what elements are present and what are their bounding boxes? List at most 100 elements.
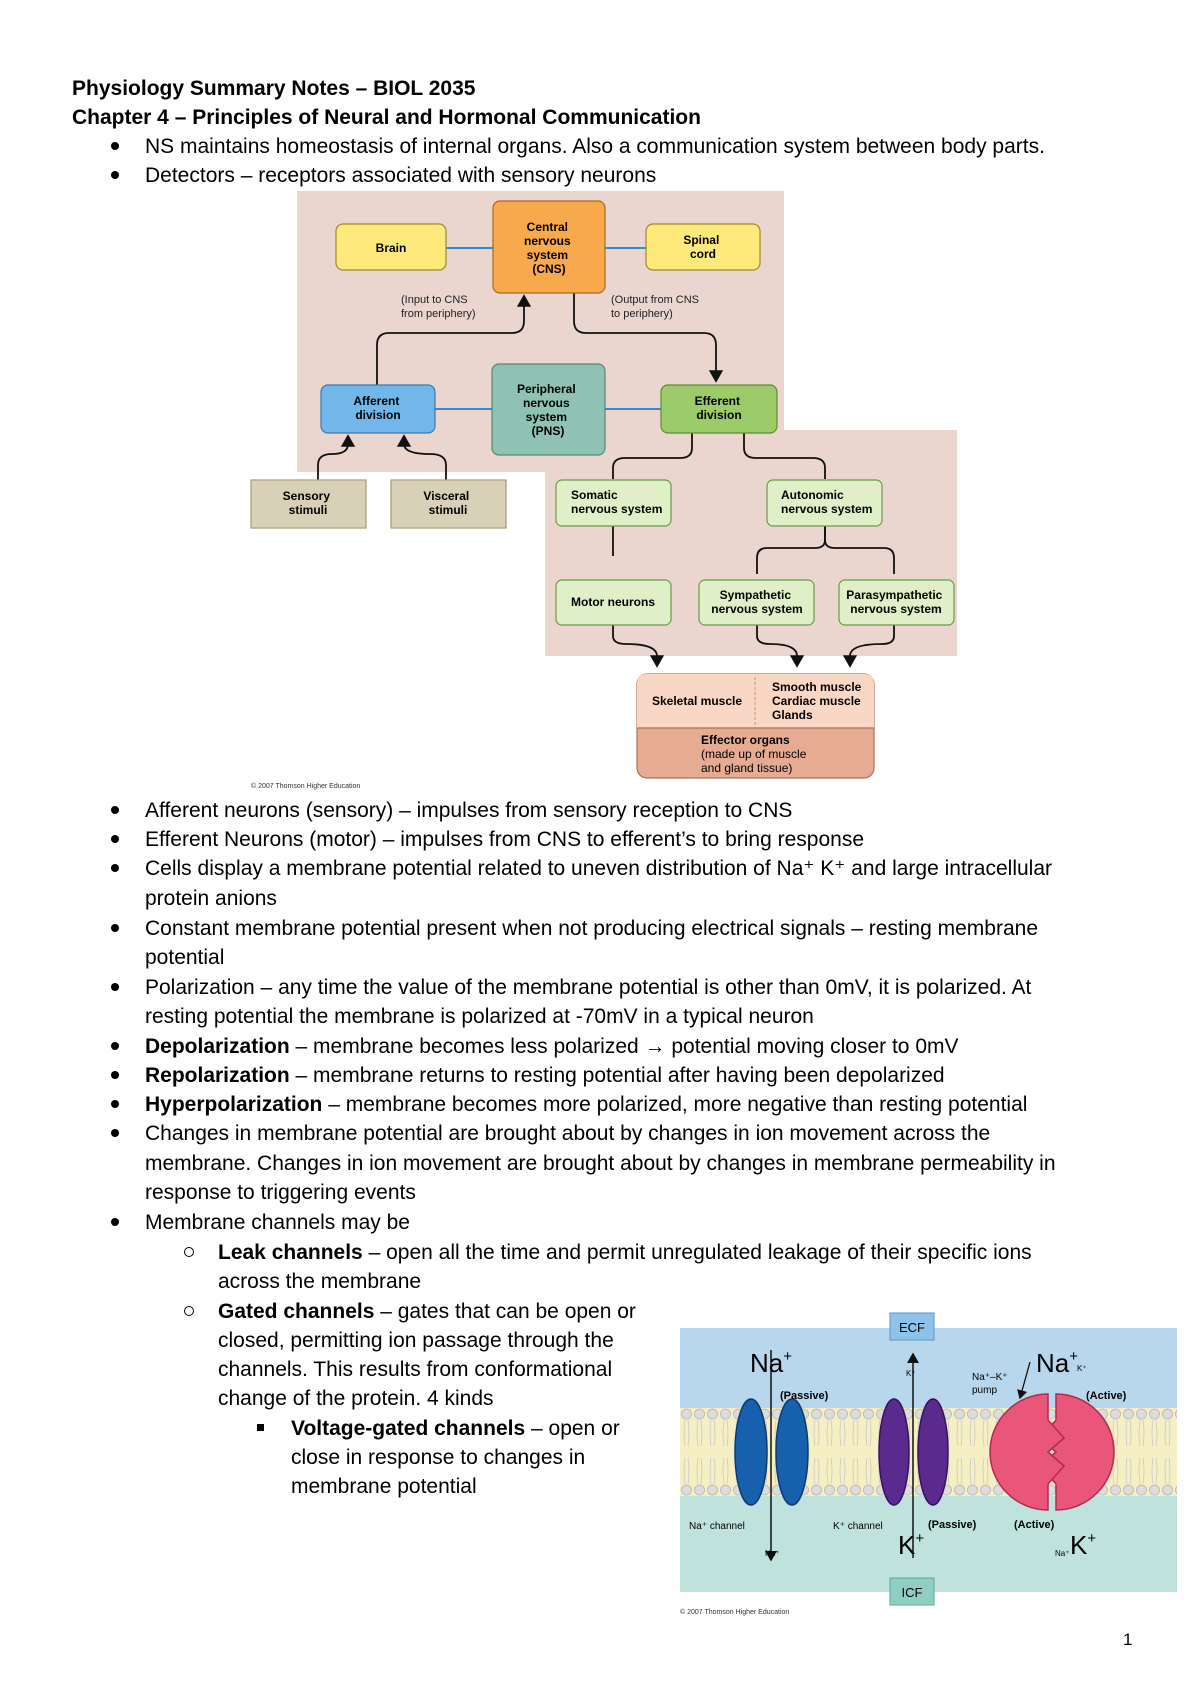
bullet-item: Repolarization – membrane returns to res… [145, 1064, 945, 1087]
bullet-item: Afferent neurons (sensory) – impulses fr… [145, 799, 793, 822]
chapter-heading: Chapter 4 – Principles of Neural and Hor… [72, 106, 701, 129]
bullet-marker [111, 924, 119, 932]
bullet-item: NS maintains homeostasis of internal org… [145, 135, 1045, 158]
k-channel-right [917, 1398, 949, 1506]
nervous-diagram-copyright: © 2007 Thomson Higher Education [251, 782, 360, 790]
na-small-pump: Na⁺ [1055, 1549, 1069, 1558]
term-gated-channels: Gated channels [218, 1300, 375, 1323]
bullet-continuation: membrane. Changes in ion movement are br… [145, 1152, 1056, 1175]
bullet-continuation: response to triggering events [145, 1181, 416, 1204]
spinal-cord-label: Spinal cord [683, 233, 722, 261]
afferent-box [320, 384, 436, 434]
pump-label: Na⁺–K⁺ pump [972, 1372, 1010, 1396]
pns-label: Peripheral nervous system (PNS) [517, 382, 579, 438]
brain-box [335, 223, 447, 271]
bullet-marker [111, 1218, 119, 1226]
somatic-label: Somatic nervous system [571, 488, 662, 516]
bullet-item: Polarization – any time the value of the… [145, 976, 1032, 999]
cns-label: Central nervous system (CNS) [524, 220, 574, 276]
pns-box [491, 363, 606, 456]
autonomic-label: Autonomic nervous system [781, 488, 872, 516]
bullet-continuation: potential [145, 946, 225, 969]
term-leak-channels: Leak channels [218, 1241, 363, 1264]
sub-bullet-continuation: change of the protein. 4 kinds [218, 1387, 494, 1410]
na-big-label: Na+ [750, 1348, 792, 1378]
na-big-pump-label: Na+ [1036, 1348, 1078, 1378]
sub-sub-bullet-marker [257, 1424, 264, 1431]
term-repolarization: Repolarization [145, 1064, 290, 1087]
sub-sub-bullet-continuation: membrane potential [291, 1475, 477, 1498]
effector-organs-label: Effector organs (made up of muscle and g… [701, 733, 810, 775]
document-title: Physiology Summary Notes – BIOL 2035 [72, 77, 476, 100]
efferent-label: Efferent division [695, 394, 744, 422]
na-k-pump-right [1038, 1393, 1115, 1511]
bullet-marker [111, 806, 119, 814]
bullet-item: Depolarization – membrane becomes less p… [145, 1035, 959, 1058]
k-small-top: K⁺ [906, 1369, 916, 1378]
na-small-bottom: Na⁺ [765, 1549, 779, 1558]
visceral-stimuli-label: Visceral stimuli [423, 489, 472, 517]
parasympathetic-label: Parasympathetic nervous system [846, 588, 945, 616]
sub-bullet-continuation: closed, permitting ion passage through t… [218, 1329, 614, 1352]
sub-sub-bullet-continuation: close in response to changes in [291, 1446, 586, 1469]
sub-bullet-marker [184, 1306, 194, 1316]
passive-label-k: (Passive) [928, 1519, 977, 1531]
na-channel-right [775, 1398, 809, 1506]
sub-sub-bullet-item: Voltage-gated channels – open or [291, 1417, 620, 1440]
k-big-label: K+ [898, 1530, 924, 1560]
sub-bullet-marker [184, 1247, 194, 1257]
visceral-stimuli-box [390, 479, 507, 529]
parasympathetic-box [838, 579, 955, 626]
bullet-item: Constant membrane potential present when… [145, 917, 1038, 940]
passive-label-na: (Passive) [780, 1390, 829, 1402]
membrane-diagram-copyright: © 2007 Thomson Higher Education [680, 1608, 789, 1616]
page-number: 1 [1123, 1630, 1133, 1649]
effector-upper-panel [637, 674, 874, 728]
bullet-marker [111, 835, 119, 843]
bullet-marker [111, 1071, 119, 1079]
term-voltage-gated: Voltage-gated channels [291, 1417, 526, 1440]
term-depolarization: Depolarization [145, 1035, 290, 1058]
k-channel-left [878, 1398, 910, 1506]
nervous-system-diagram: Brain Central nervous system (CNS) Spina… [250, 191, 957, 790]
sub-bullet-continuation: channels. This results from conformation… [218, 1358, 613, 1381]
autonomic-box [766, 479, 883, 527]
input-note: (Input to CNS from periphery) [401, 294, 476, 320]
bullet-item: Detectors – receptors associated with se… [145, 164, 657, 187]
icf-region [680, 1496, 1177, 1592]
na-channel-left [734, 1398, 768, 1506]
active-label-bottom: (Active) [1014, 1519, 1055, 1531]
sub-bullet-item: Leak channels – open all the time and pe… [218, 1241, 1032, 1264]
bullet-marker [111, 142, 119, 150]
bullet-item: Hyperpolarization – membrane becomes mor… [145, 1093, 1028, 1116]
smooth-muscle-label: Smooth muscle Cardiac muscle Glands [772, 680, 865, 722]
sympathetic-label: Sympathetic nervous system [711, 588, 802, 616]
k-small-pump: K⁺ [1077, 1364, 1087, 1373]
active-label-top: (Active) [1086, 1390, 1127, 1402]
somatic-box [555, 479, 672, 527]
ecf-label-box [889, 1312, 935, 1341]
icf-label: ICF [902, 1585, 923, 1600]
term-hyperpolarization: Hyperpolarization [145, 1093, 323, 1116]
output-note: (Output from CNS to periphery) [611, 294, 702, 320]
cns-box [492, 200, 606, 294]
bullet-item: Efferent Neurons (motor) – impulses from… [145, 828, 864, 851]
bullet-item: Cells display a membrane potential relat… [145, 857, 1052, 880]
bullet-marker [111, 983, 119, 991]
icf-label-box [889, 1577, 935, 1606]
sympathetic-box [698, 579, 815, 626]
bullet-marker [111, 1042, 119, 1050]
k-big-pump-label: K+ [1070, 1530, 1096, 1560]
bullet-item: Changes in membrane potential are brough… [145, 1122, 991, 1145]
motor-neurons-label: Motor neurons [571, 595, 655, 609]
bullet-marker [111, 171, 119, 179]
bullet-continuation: resting potential the membrane is polari… [145, 1005, 814, 1028]
afferent-label: Afferent division [353, 394, 402, 422]
sub-bullet-item: Gated channels – gates that can be open … [218, 1300, 636, 1323]
bullet-marker [111, 864, 119, 872]
bullet-marker [111, 1129, 119, 1137]
k-channel-label: K⁺ channel [833, 1521, 883, 1532]
skeletal-muscle-label: Skeletal muscle [652, 694, 742, 708]
